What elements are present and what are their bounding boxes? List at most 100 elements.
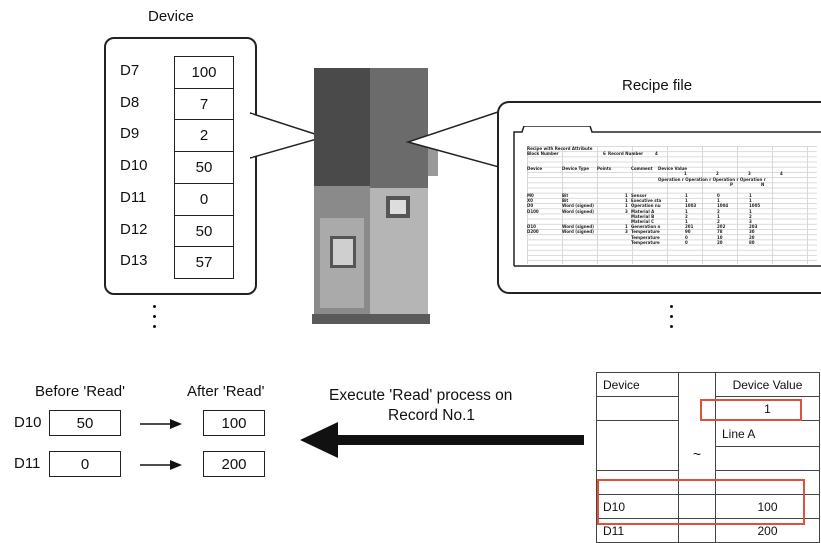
sheet-header: Comment <box>631 166 653 171</box>
device-address-label: D12 <box>120 220 148 238</box>
sheet-cell-value: 0 <box>685 234 688 240</box>
tilde-symbol: ~ <box>692 445 702 462</box>
sheet-pn: N <box>761 182 765 187</box>
sheet-record-num: 1 <box>684 171 687 176</box>
sheet-header: Points <box>597 166 612 171</box>
header-device: Device <box>596 372 679 397</box>
sheet-cell-device: D200 <box>527 229 539 235</box>
header-device-value: Device Value <box>715 372 820 397</box>
line-name: Line A <box>722 426 756 441</box>
device-panel-title: Device <box>148 8 194 25</box>
sheet-title: Recipe with Record Attribute <box>527 146 593 151</box>
highlight-record-number <box>700 399 802 421</box>
empty-cell <box>678 494 716 519</box>
sheet-cell-device: M0 <box>527 193 534 198</box>
sheet-cell-value: 1 <box>685 198 688 204</box>
sheet-cell-points: 3 <box>625 229 628 235</box>
sheet-cell-comment: Executive sta <box>631 198 662 204</box>
recipe-file-title: Recipe file <box>622 77 693 94</box>
sheet-op-header: Operation r Operation r Operation r Oper… <box>658 177 766 182</box>
sheet-cell-value: 201 <box>685 224 694 230</box>
sheet-cell-value: 2 <box>717 208 720 214</box>
sheet-record-num: 2 <box>716 171 719 176</box>
sheet-record-num: 4 <box>780 171 783 176</box>
sheet-cell-points: 3 <box>625 208 628 214</box>
process-label-line1: Execute 'Read' process on <box>329 387 513 404</box>
read-direction-arrow <box>300 422 584 458</box>
sheet-cell-value: 0 <box>717 193 720 198</box>
device-address-label: D11 <box>120 188 147 206</box>
device-value-cell: 100 <box>174 56 234 89</box>
sheet-cell-type: Word (signed) <box>562 203 594 209</box>
sheet-cell-device: D10 <box>527 224 536 230</box>
empty-cell <box>715 446 820 471</box>
sheet-cell-value: 10 <box>717 234 723 240</box>
device-value-cell: 7 <box>174 87 234 121</box>
tilde-column: ~ <box>678 372 716 495</box>
sheet-cell-value: 80 <box>749 239 755 245</box>
sheet-cell-device: X0 <box>527 198 533 204</box>
sheet-cell-type: Bit <box>562 193 569 198</box>
device-value-cell: 0 <box>174 182 234 216</box>
sheet-header: Device <box>527 166 543 171</box>
small-right-arrow <box>140 419 182 429</box>
sheet-cell-value: 1 <box>749 208 752 214</box>
sheet-cell-value: 78 <box>717 229 723 235</box>
sheet-cell-value: 90 <box>685 229 691 235</box>
sheet-grid <box>527 146 817 264</box>
before-value-box: 50 <box>49 410 121 436</box>
sheet-cell-comment: Temperature <box>631 239 660 245</box>
device-value-cell: 50 <box>174 214 234 248</box>
sheet-cell-value: 1004 <box>717 203 729 209</box>
sheet-cell-value: 1 <box>717 198 720 204</box>
sheet-record-value: 4 <box>655 151 658 156</box>
after-value-box: 100 <box>203 410 265 436</box>
sheet-header: Device Value <box>658 166 687 171</box>
sheet-cell-comment: Material B <box>631 213 655 219</box>
before-device-label: D11 <box>14 455 41 472</box>
sheet-cell-value: 1 <box>749 198 752 204</box>
sheet-cell-value: 20 <box>717 239 723 245</box>
sheet-cell-value: 1003 <box>685 203 697 209</box>
sheet-record-num: 3 <box>748 171 751 176</box>
sheet-cell-value: 1 <box>685 208 688 214</box>
sheet-cell-value: 1 <box>749 193 752 198</box>
sheet-cell-comment: Sensor <box>631 193 647 198</box>
device-value-cell: 50 <box>174 151 234 185</box>
sheet-header: Device Type <box>562 166 589 171</box>
device-address-label: D9 <box>120 125 140 143</box>
ellipsis-dots-right <box>670 305 674 335</box>
sheet-cell-value: 3 <box>749 219 752 224</box>
sheet-cell-value: 2 <box>685 213 688 219</box>
empty-cell <box>596 396 679 421</box>
sheet-cell-type: Word (signed) <box>562 208 594 214</box>
sheet-cell-value: 2 <box>717 219 720 224</box>
sheet-cell-value: 203 <box>749 224 758 230</box>
line-name-cell: Line A <box>715 420 820 447</box>
sheet-cell-value: 1 <box>685 219 688 224</box>
device-address-label: D7 <box>120 62 140 79</box>
after-value-box: 200 <box>203 451 265 477</box>
sheet-cell-comment: Generation n <box>631 224 661 230</box>
highlight-read-rows <box>597 479 805 525</box>
sheet-cell-comment: Temperature <box>631 229 660 235</box>
sheet-cell-type: Word (signed) <box>562 224 594 230</box>
sheet-cell-type: Word (signed) <box>562 229 594 235</box>
sheet-cell-points: 1 <box>625 224 628 230</box>
sheet-cell-points: 1 <box>625 203 628 209</box>
sheet-cell-comment: Operation nu <box>631 203 661 209</box>
sheet-record-label: Record Number <box>608 151 644 156</box>
record-row-device: D10 <box>596 494 679 519</box>
before-read-label: Before 'Read' <box>35 383 125 400</box>
sheet-cell-value: 30 <box>749 229 755 235</box>
sheet-pn: P <box>730 182 733 187</box>
sheet-cell-points: 1 <box>625 193 628 198</box>
sheet-cell-value: 0 <box>685 239 688 245</box>
process-label-line2: Record No.1 <box>388 407 476 424</box>
sheet-cell-value: 2 <box>749 213 752 219</box>
empty-cell <box>596 420 679 471</box>
device-address-label: D8 <box>120 93 140 111</box>
device-value-cell: 2 <box>174 119 234 153</box>
sheet-cell-device: D100 <box>527 208 539 214</box>
